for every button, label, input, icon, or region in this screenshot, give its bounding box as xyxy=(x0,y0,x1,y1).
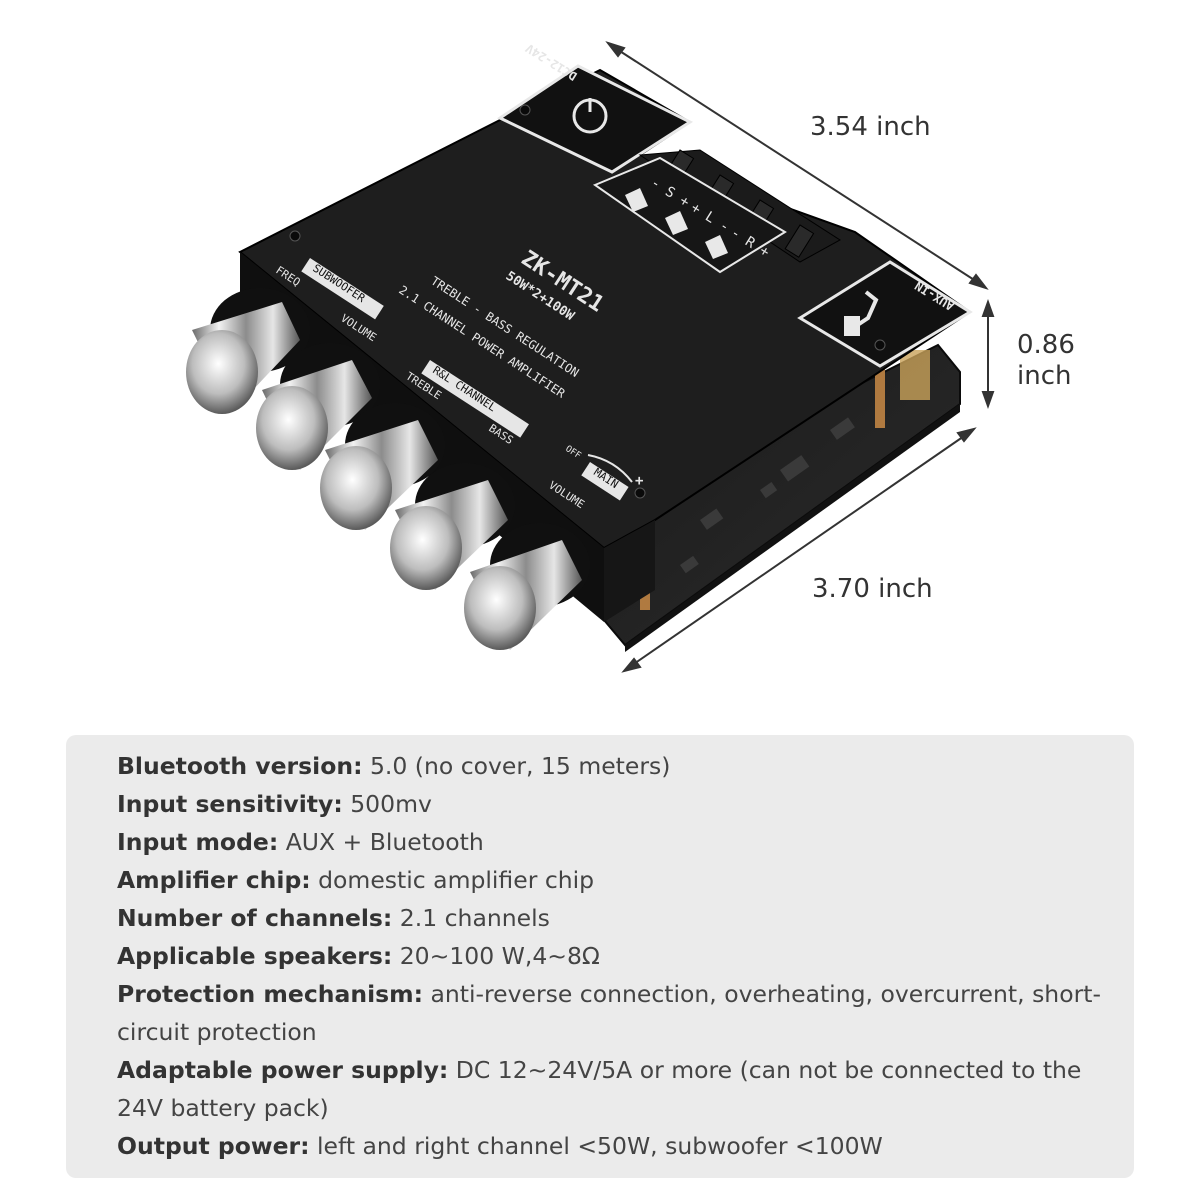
spec-row-speakers: Applicable speakers: 20~100 W,4~8Ω xyxy=(117,942,600,970)
knob-main-volume xyxy=(464,523,590,650)
spec-row-channels: Number of channels: 2.1 channels xyxy=(117,904,550,932)
specifications-panel: Bluetooth version: 5.0 (no cover, 15 met… xyxy=(66,735,1134,1178)
height-value: 0.86 xyxy=(1017,330,1075,360)
dimension-lines xyxy=(605,41,995,673)
spec-row-input-mode: Input mode: AUX + Bluetooth xyxy=(117,828,484,856)
aux-in-area xyxy=(797,260,973,368)
knob-sub-volume xyxy=(256,343,380,470)
width-dimension-label: 3.54 inch xyxy=(810,112,931,142)
spec-row-protection: Protection mechanism: anti-reverse conne… xyxy=(117,980,1101,1046)
aux-jack-icon xyxy=(844,290,879,336)
spec-row-amplifier-chip: Amplifier chip: domestic amplifier chip xyxy=(117,866,595,894)
height-unit: inch xyxy=(1017,361,1072,391)
knob-bass xyxy=(390,463,515,590)
power-input-label: DC12-24V xyxy=(523,41,579,84)
volume-plus-label: + xyxy=(635,473,643,489)
spec-row-input-sensitivity: Input sensitivity: 500mv xyxy=(117,790,432,818)
height-dimension-label: 0.86 inch xyxy=(1017,330,1117,392)
length-dimension-label: 3.70 inch xyxy=(812,574,933,604)
product-illustration: - S + + L - - R + ZK-MT21 50W*2+100W TRE… xyxy=(186,41,1117,673)
spec-row-output-power: Output power: left and right channel <50… xyxy=(117,1132,883,1160)
knob-freq xyxy=(186,288,310,414)
amplifier-board-image: - S + + L - - R + ZK-MT21 50W*2+100W TRE… xyxy=(186,41,995,673)
power-icon xyxy=(572,98,608,134)
spec-row-power-supply: Adaptable power supply: DC 12~24V/5A or … xyxy=(117,1056,1082,1122)
knob-treble xyxy=(320,403,445,530)
spec-row-bluetooth: Bluetooth version: 5.0 (no cover, 15 met… xyxy=(117,752,671,780)
power-switch-area xyxy=(496,64,694,174)
